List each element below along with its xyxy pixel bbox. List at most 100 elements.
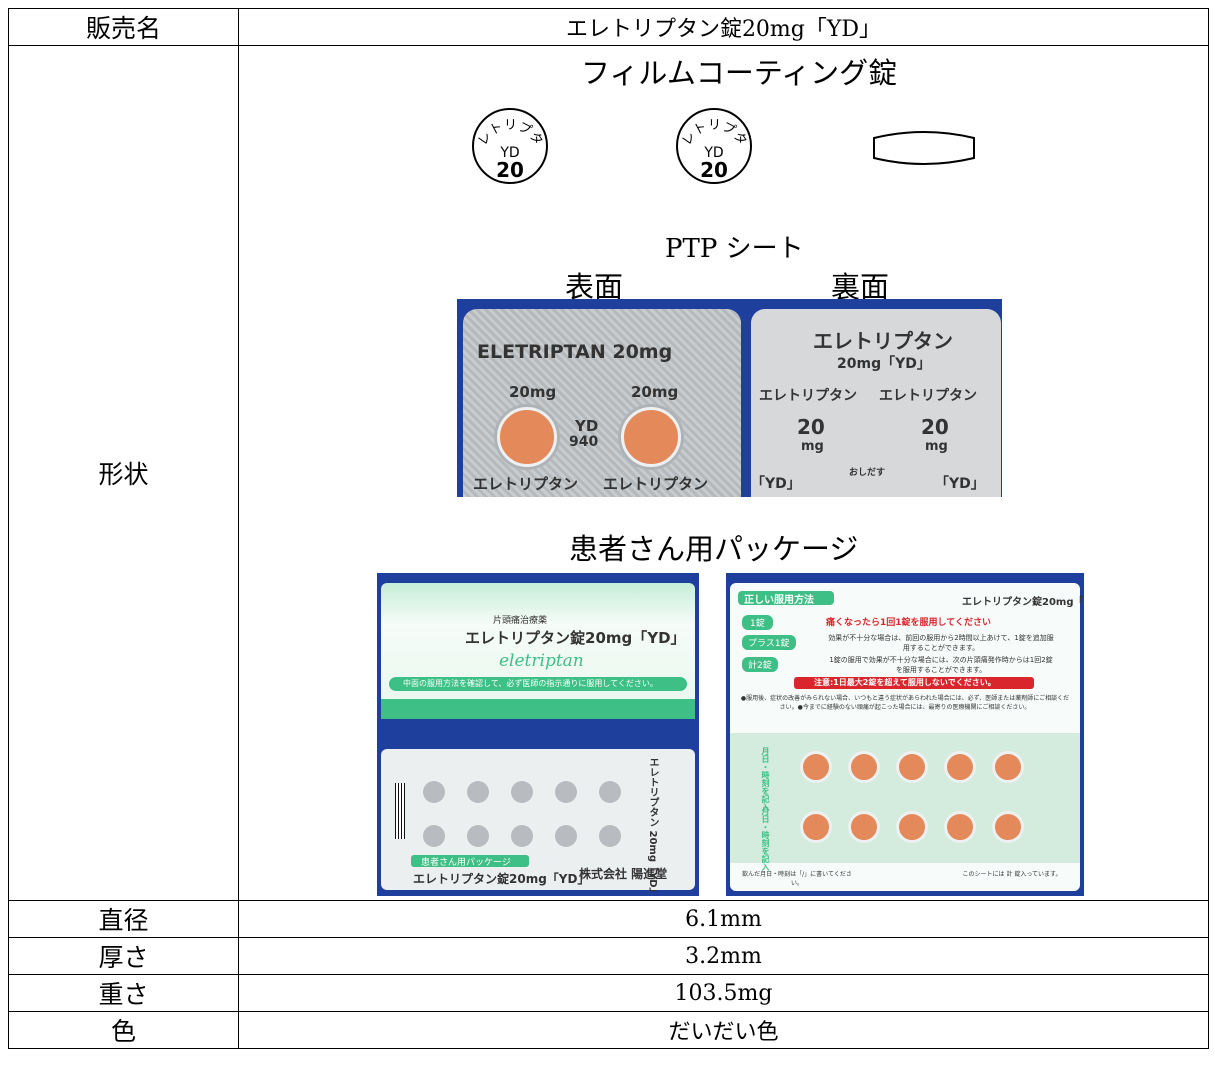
pkg-step2: プラス1錠 — [742, 635, 796, 650]
label-color: 色 — [8, 1011, 239, 1049]
tablet-photo — [621, 407, 681, 467]
pkg-notice: 中面の服用方法を確認して、必ず医師の指示通りに服用してください。 — [403, 679, 658, 688]
pkg-footer-right: このシートには 計 錠入っています。 — [962, 871, 1062, 878]
row-color: 色 だいだい色 — [8, 1011, 1209, 1049]
pkg-back-panel: 正しい服用方法 エレトリプタン錠20mg「YD」 1錠 痛くなったら1回1錠を服… — [730, 583, 1084, 891]
blister-dot — [423, 825, 445, 847]
pkg-category: 片頭痛治療薬 — [493, 616, 548, 626]
coating-type: フィルムコーティング錠 — [581, 56, 898, 90]
blister-dot — [555, 825, 577, 847]
pkg-bottom-brand: エレトリプタン錠20mg「YD」 — [413, 872, 590, 886]
tablet-front-diagram: エレトリプタン YD 20 — [471, 107, 548, 184]
row-shape: 形状 フィルムコーティング錠 エレトリプタン YD 20 エレトリプタン YD — [8, 45, 1209, 901]
shape-content: フィルムコーティング錠 エレトリプタン YD 20 エレトリプタン YD 20 — [239, 46, 1208, 900]
blister-dot — [423, 781, 445, 803]
row-diameter: 直径 6.1mm — [8, 900, 1209, 938]
ptp-front-title: ELETRIPTAN 20mg — [477, 341, 673, 363]
ptp-back-dose-right: 20 — [921, 415, 949, 439]
blister-dot — [555, 781, 577, 803]
tablet-dot — [800, 751, 832, 783]
tablet-dot — [992, 751, 1024, 783]
pkg-step3-text: 1錠の服用で効果が不十分な場合には、次の片頭痛発作時からは1回2錠を服用すること… — [829, 656, 1053, 674]
tablet-dot — [944, 811, 976, 843]
pkg-record-area: 月日・時刻を記入 月日・時刻を記入 — [730, 733, 1080, 871]
pkg-step2-text: 効果が不十分な場合は、前回の服用から2時間以上あけて、1錠を追加服用することがで… — [828, 634, 1054, 652]
pkg-front-panel: 片頭痛治療薬 エレトリプタン錠20mg「YD」 eletriptan 中面の服用… — [381, 583, 695, 719]
tablet-dose: 20 — [496, 158, 524, 182]
label-name: 販売名 — [8, 8, 239, 46]
pkg-tag-bar: 患者さん用パッケージ — [411, 855, 529, 868]
ptp-front-num: 940 — [569, 434, 599, 450]
pkg-side-label: エレトリプタン 20mg「YD」 — [647, 757, 658, 896]
ptp-back-name-right: エレトリプタン — [879, 388, 977, 404]
tablet-dot — [944, 751, 976, 783]
pkg-warning: 注意:1日最大2錠を超えて服用しないでください。 — [814, 678, 996, 687]
tablet-code: YD — [499, 145, 519, 161]
tablet-profile-diagram — [873, 131, 975, 165]
row-name: 販売名 エレトリプタン錠20mg「YD」 — [8, 8, 1209, 46]
ptp-back-title: エレトリプタン — [813, 329, 953, 353]
tablet-dot — [992, 811, 1024, 843]
shape-cell: フィルムコーティング錠 エレトリプタン YD 20 エレトリプタン YD 20 — [238, 45, 1209, 901]
ptp-back-dose-left: 20 — [797, 415, 825, 439]
pkg-row-label: 月日・時刻を記入 — [761, 807, 770, 871]
pkg-step3: 計2錠 — [742, 657, 778, 672]
ptp-front-code: YD — [575, 417, 599, 435]
tablet-dose: 20 — [700, 158, 728, 182]
ptp-back-yd-left: 「YD」 — [751, 476, 801, 492]
blister-dot — [511, 825, 533, 847]
front-label: 表面 — [565, 270, 624, 304]
pkg-script: eletriptan — [499, 651, 584, 671]
tablet-dot — [848, 751, 880, 783]
ptp-back-push: おしだす — [849, 468, 886, 478]
pkg-warning-bar: 注意:1日最大2錠を超えて服用しないでください。 — [794, 677, 1034, 689]
ptp-back-unit-right: mg — [925, 439, 948, 454]
label-thickness: 厚さ — [8, 937, 239, 975]
ptp-front-bottom-left: エレトリプタン — [473, 475, 579, 493]
pkg-footer-left: 飲んだ月日・時刻は「/」に書いてください。 — [742, 871, 852, 887]
ptp-back: エレトリプタン 20mg「YD」 エレトリプタン エレトリプタン 20 mg 2… — [751, 309, 1001, 497]
label-diameter: 直径 — [8, 900, 239, 938]
barcode — [395, 783, 405, 839]
ptp-front: ELETRIPTAN 20mg 20mg 20mg YD 940 エレトリプタン… — [463, 309, 741, 497]
patient-pkg-back-photo: 正しい服用方法 エレトリプタン錠20mg「YD」 1錠 痛くなったら1回1錠を服… — [726, 573, 1084, 896]
tablet-side-diagram: エレトリプタン YD 20 — [675, 107, 752, 184]
tablet-dot — [800, 811, 832, 843]
ptp-heading: PTP シート — [665, 234, 804, 264]
blister-dot — [599, 825, 621, 847]
pkg-notice-bar: 中面の服用方法を確認して、必ず医師の指示通りに服用してください。 — [389, 677, 687, 691]
value-thickness: 3.2mm — [238, 937, 1209, 975]
ptp-back-yd-right: 「YD」 — [935, 476, 985, 492]
ptp-sheet-photo: ELETRIPTAN 20mg 20mg 20mg YD 940 エレトリプタン… — [457, 299, 1002, 497]
pkg-step1: 1錠 — [742, 615, 773, 630]
pkg-back-brand: エレトリプタン錠20mg「YD」 — [962, 597, 1084, 608]
back-label: 裏面 — [831, 270, 890, 304]
pkg-row-label: 月日・時刻を記入 — [761, 747, 770, 811]
blister-dot — [467, 825, 489, 847]
pkg-back-heading: 正しい服用方法 — [744, 595, 814, 606]
label-weight: 重さ — [8, 974, 239, 1012]
ptp-back-unit-left: mg — [801, 439, 824, 454]
tablet-dot — [848, 811, 880, 843]
patient-pkg-front-photo: 片頭痛治療薬 エレトリプタン錠20mg「YD」 eletriptan 中面の服用… — [377, 573, 699, 896]
ptp-back-name-left: エレトリプタン — [759, 388, 857, 404]
ptp-front-dose-right: 20mg — [631, 383, 679, 401]
spec-table: 販売名 エレトリプタン錠20mg「YD」 形状 フィルムコーティング錠 エレトリ… — [8, 8, 1209, 1049]
blister-dot — [467, 781, 489, 803]
tablet-dot — [896, 811, 928, 843]
tablet-dot — [896, 751, 928, 783]
blister-dot — [599, 781, 621, 803]
ptp-back-subtitle: 20mg「YD」 — [837, 356, 931, 372]
blister-dot — [511, 781, 533, 803]
ptp-front-bottom-right: エレトリプタン — [603, 475, 709, 493]
pkg-maker: 株式会社 陽進堂 — [579, 867, 668, 881]
value-weight: 103.5mg — [238, 974, 1209, 1012]
value-color: だいだい色 — [238, 1011, 1209, 1049]
tablet-code: YD — [703, 145, 723, 161]
value-name: エレトリプタン錠20mg「YD」 — [238, 8, 1209, 46]
patient-pkg-heading: 患者さん用パッケージ — [569, 532, 859, 566]
pkg-tag: 患者さん用パッケージ — [421, 858, 511, 868]
pkg-brand: エレトリプタン錠20mg「YD」 — [465, 629, 686, 647]
pkg-green-band — [381, 699, 695, 719]
value-diameter: 6.1mm — [238, 900, 1209, 938]
